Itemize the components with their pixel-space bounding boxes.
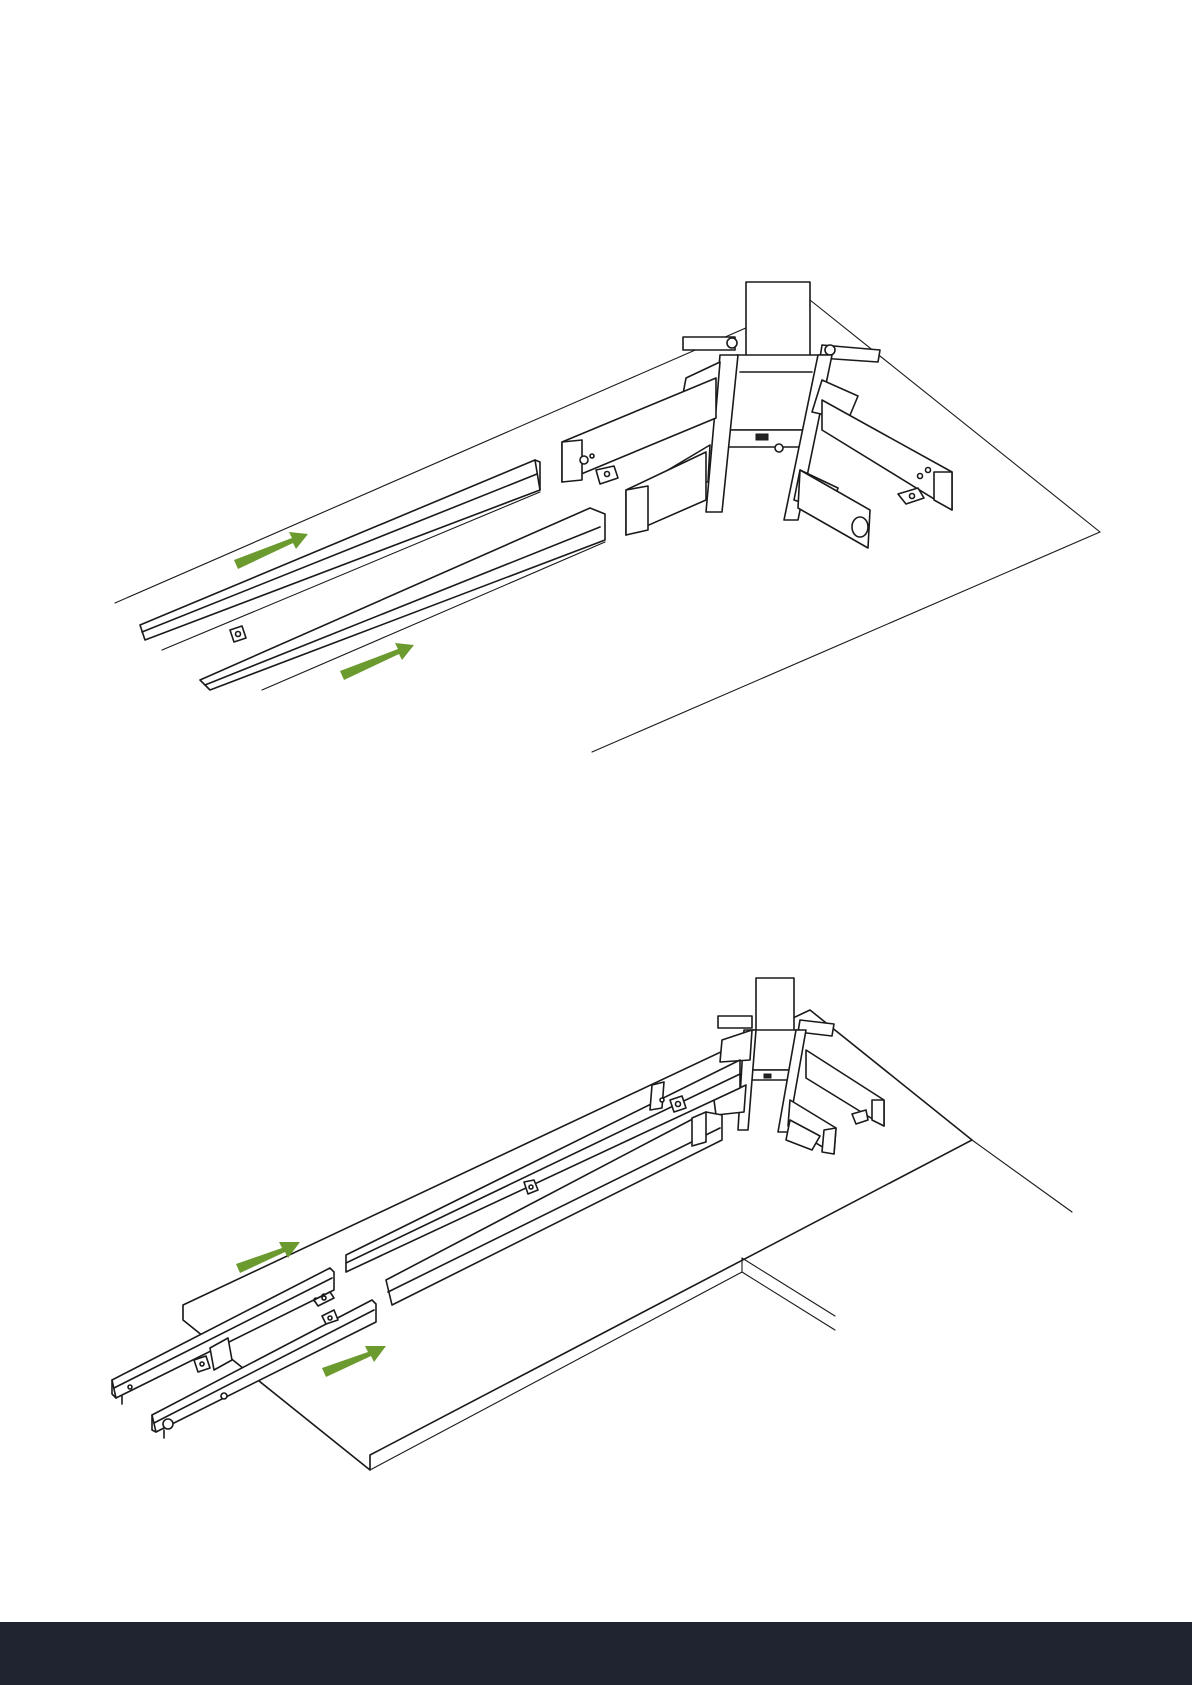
step-2-illustration [112, 978, 1072, 1470]
base-frame [562, 337, 952, 548]
green-arrow-icon [340, 643, 414, 680]
push-arrow-lower-rail [340, 643, 414, 680]
floor-outline [115, 300, 1100, 752]
table-top [183, 1010, 1072, 1470]
assembly-diagram [0, 0, 1192, 1622]
footer-bar [0, 1622, 1192, 1685]
column-leg [756, 978, 794, 1036]
step-1-illustration [115, 282, 1100, 752]
rail-pair-loose [140, 460, 605, 690]
